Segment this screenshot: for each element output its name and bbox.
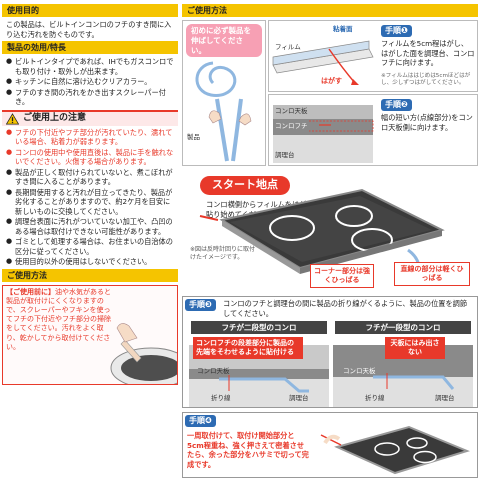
two-step-label-counter: 調理台 [289, 394, 309, 402]
features-header: 製品の効用/特長 [2, 41, 178, 54]
film-label: フィルム [275, 43, 301, 51]
caution-item: 使用目的以外の使用はしないでください。 [6, 257, 176, 267]
stretch-note: 初めに必ず製品を伸ばしてください。 [186, 24, 262, 58]
caution-header: ご使用上の注意 [2, 109, 178, 126]
diagram-label-rim: コンロフチ [275, 122, 308, 130]
two-step-label-top: コンロ天板 [197, 367, 230, 375]
ccw-note: ※図は反時計回りに取付けたイメージです。 [190, 246, 256, 261]
before-use-body: 油や水気があると製品が取付けにくくなりますので、スクレーパーやフキンを使ってフチ… [6, 287, 111, 351]
caution-item-red: コンロの使用中や使用直後は、製品に手を触れないでください。火傷する場合があります… [6, 148, 176, 167]
purpose-text: この製品は、ビルトインコンロのフチのすき間に入り込む汚れを防ぐものです。 [6, 20, 172, 39]
caution-item: 製品が正しく取付けられていないと、煮こぼれがすき間に入ることがあります。 [6, 168, 176, 187]
two-step-note: コンロフチの段差部分に製品の先端をそわせるように貼付ける [193, 337, 303, 360]
finished-cooktop-illustration [320, 425, 470, 475]
caution-item: 調理台表面に汚れがついていない加工や、凸凹のある場合は取付けできない可能性があり… [6, 217, 176, 236]
features-list: ビルトインタイプであれば、IHでもガスコンロでも取り付け・取外しが出来ます。 キ… [2, 57, 178, 107]
diagram-label-top: コンロ天板 [275, 107, 308, 115]
cooktop-illustration [199, 188, 445, 275]
caution-title: ご使用上の注意 [23, 112, 87, 123]
usage-left-header: ご使用方法 [2, 268, 178, 282]
stretch-panel: 初めに必ず製品を伸ばしてください。 製品 [182, 20, 266, 166]
before-use-tag: 【ご使用前に】 [6, 287, 55, 296]
step4-badge-wrap: 手順❹ [185, 415, 216, 427]
purpose-header: 使用目的 [2, 4, 178, 17]
usage-right-header: ご使用方法 [182, 4, 478, 17]
caution-item: 長期間使用すると汚れが目立ってきたり、製品が劣化することがありますので、約2ケ月… [6, 188, 176, 217]
one-step-label-fold: 折り線 [365, 394, 385, 402]
step2-panel: コンロ天板 コンロフチ 調理台 手順❷ 幅の短い方(点線部分)をコンロ天板側に向… [268, 94, 478, 166]
one-step-note: 天板にはみ出さない [385, 337, 445, 360]
feature-item: キッチンに自然に溶け込むクリアカラー。 [6, 77, 176, 87]
peel-label: はがす [321, 77, 342, 85]
edge-placement-illustration [273, 105, 374, 163]
small-note: ※フィルムははじめは5cmほどはがし、少しずつはがしてください。 [381, 73, 471, 87]
step1-badge-wrap: 手順❶ [381, 25, 412, 37]
feature-item: フチのすき間の汚れをかき出すスクレーパー付き。 [6, 88, 176, 107]
corner-note: コーナー部分は強くひっぱる [310, 264, 374, 289]
step3-badge: 手順❸ [185, 299, 216, 311]
start-point-section: スタート地点 コンロ横側からフィルムをはがし、貼り始めてください。 ※図は反時計… [182, 170, 478, 292]
before-use-text: 【ご使用前に】油や水気があると製品が取付けにくくなりますので、スクレーパーやフキ… [6, 288, 114, 353]
caution-item: ゴミとして処理する場合は、お住まいの自治体の区分に従ってください。 [6, 237, 176, 256]
film-peel-illustration [272, 40, 374, 85]
feature-item: ビルトインタイプであれば、IHでもガスコンロでも取り付け・取外しが出来ます。 [6, 57, 176, 76]
one-step-tab: フチが一段型のコンロ [335, 321, 471, 334]
adhesive-label: 粘着面 [333, 25, 353, 33]
start-tag: スタート地点 [200, 176, 290, 195]
caution-list: フチの下付近やフチ部分が汚れていたり、濡れている場合、粘着力が弱まります。 コン… [2, 128, 178, 267]
before-use-box: 【ご使用前に】油や水気があると製品が取付けにくくなりますので、スクレーパーやフキ… [2, 284, 178, 385]
start-text: コンロ横側からフィルムをはがし、貼り始めてください。 [206, 200, 321, 219]
step4-badge: 手順❹ [185, 415, 216, 427]
one-step-label-counter: 調理台 [435, 394, 455, 402]
scraper-cleaning-illustration [110, 322, 177, 384]
two-step-tab: フチが二段型のコンロ [191, 321, 327, 334]
caution-item-red: フチの下付近やフチ部分が汚れていたり、濡れている場合、粘着力が弱まります。 [6, 128, 176, 147]
coil-product-illustration [195, 61, 252, 162]
warning-icon [6, 112, 19, 124]
left-column: 使用目的 この製品は、ビルトインコンロのフチのすき間に入り込む汚れを防ぐものです… [2, 2, 178, 478]
one-step-label-top: コンロ天板 [343, 367, 376, 375]
two-step-label-fold: 折り線 [211, 394, 231, 402]
step2-badge-wrap: 手順❷ [381, 99, 412, 111]
step2-text: 幅の短い方(点線部分)をコンロ天板側に向けます。 [381, 113, 473, 132]
step3-badge-wrap: 手順❸ [185, 299, 216, 311]
step4-panel: 手順❹ 一周取付けて、取付け開始部分と5cm程重ね、強く押さえて密着させたら、余… [182, 412, 478, 478]
product-label: 製品 [187, 133, 200, 141]
step4-text: 一周取付けて、取付け開始部分と5cm程重ね、強く押さえて密着させたら、余った部分… [187, 431, 309, 469]
step1-badge: 手順❶ [381, 25, 412, 37]
step1-panel: 粘着面 フィルム はがす 手順❶ フィルムを5cm程はがし、はがした面を調理台、… [268, 20, 478, 92]
step1-text: フィルムを5cm程はがし、はがした面を調理台、コンロフチに向けます。 [381, 39, 475, 67]
straight-note: 直線の部分は軽くひっぱる [394, 262, 470, 287]
step2-badge: 手順❷ [381, 99, 412, 111]
right-column: ご使用方法 初めに必ず製品を伸ばしてください。 製品 粘着面 フィルム [182, 2, 478, 478]
step3-panel: 手順❸ コンロのフチと調理台の間に製品の折り線がくるように、製品の位置を調節して… [182, 296, 478, 408]
diagram-label-counter: 調理台 [275, 151, 295, 159]
step3-text: コンロのフチと調理台の間に製品の折り線がくるように、製品の位置を調節してください… [223, 299, 468, 318]
